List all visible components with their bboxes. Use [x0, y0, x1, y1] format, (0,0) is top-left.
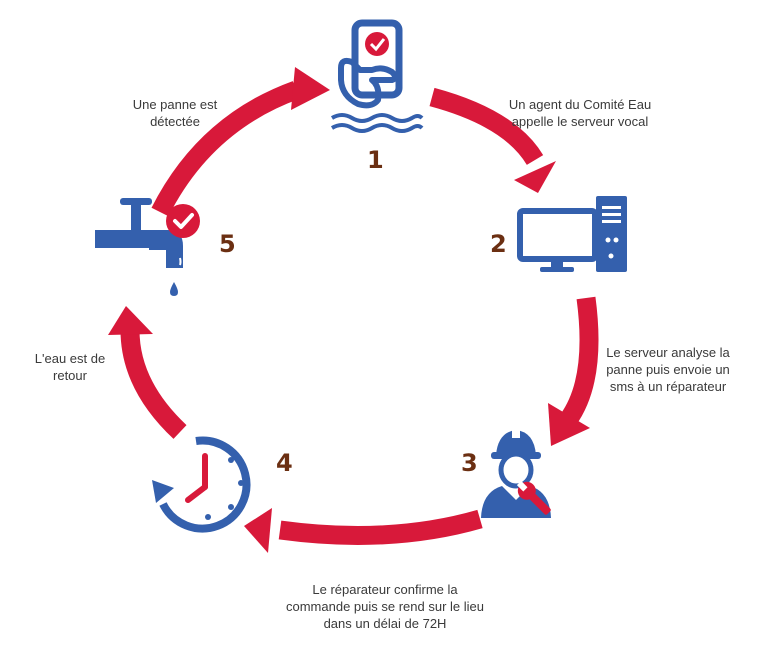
caption-line: Un agent du Comité Eau [508, 97, 652, 112]
caption-line: Le réparateur confirme la [312, 582, 458, 597]
caption-line: sms à un réparateur [609, 379, 727, 394]
caption-line: Le serveur analyse la [606, 345, 730, 360]
step-4-caption: Le réparateur confirme la commande puis … [275, 581, 495, 632]
arrow-4-to-5 [108, 306, 187, 439]
desktop-computer-icon [517, 196, 627, 272]
caption-line: Une panne est [132, 97, 218, 112]
caption-line: panne puis envoie un [606, 362, 730, 377]
step-1-caption: Une panne est détectée [120, 96, 230, 130]
step-5-caption: L'eau est de retour [20, 350, 120, 384]
arrow-3-to-4 [244, 508, 483, 553]
caption-line: appelle le serveur vocal [511, 114, 649, 129]
repair-worker-icon [481, 430, 551, 518]
step-1-number: 1 [367, 146, 384, 174]
phone-in-hand-icon [330, 19, 424, 133]
arrow-5-to-1 [151, 67, 330, 217]
caption-line: commande puis se rend sur le lieu [286, 599, 484, 614]
arrow-1-to-2 [429, 87, 556, 193]
step-3-caption: Le serveur analyse la panne puis envoie … [593, 344, 743, 395]
step-2-number: 2 [490, 230, 507, 258]
step-3-number: 3 [461, 449, 478, 477]
step-2-caption: Un agent du Comité Eau appelle le serveu… [500, 96, 660, 130]
step-5-number: 5 [219, 230, 236, 258]
step-4-number: 4 [276, 449, 293, 477]
caption-line: L'eau est de [34, 351, 106, 366]
caption-line: retour [53, 368, 87, 383]
caption-line: détectée [150, 114, 200, 129]
caption-line: dans un délai de 72H [323, 616, 447, 631]
water-tap-icon [95, 198, 200, 296]
clock-icon [152, 436, 251, 533]
arrow-2-to-3 [548, 296, 599, 446]
